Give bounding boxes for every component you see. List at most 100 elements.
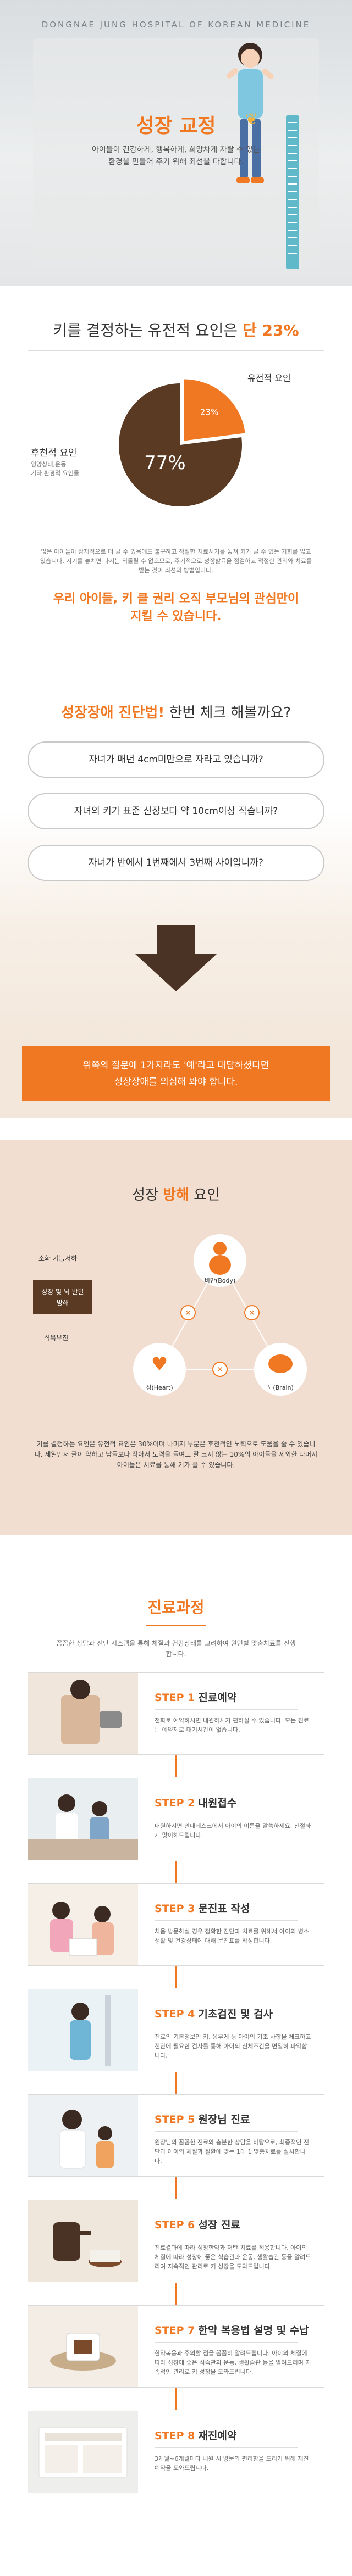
step-photo-reservation [28,1673,138,1754]
step-connector [175,2072,177,2094]
step-text: 3개월~6개월마다 내원 시 방문의 편리함을 드리기 위해 재진 예약을 도와… [155,2455,309,2472]
genetics-title-text: 키를 결정하는 유전적 요인은 [53,321,243,339]
hero-desc-line: 환경을 만들어 주기 위해 최선을 다합니다. [108,158,244,166]
genetics-pie-chart: 23% 77% [119,379,245,506]
step-text: 원장님의 꼼꼼한 진료와 충분한 상담을 바탕으로, 최종적인 진단과 아이의 … [155,2139,309,2165]
step-text: 진료결과에 따라 성장한약과 저탄 치료를 적용합니다. 아이의 체질에 따라 … [155,2244,311,2270]
checklist-question-2: 자녀의 키가 표준 신장보다 약 10cm이상 작습니까? [28,793,324,829]
factor-heart-label: 심(Heart) [146,1384,173,1391]
banner-wrap: 위쪽의 질문에 1가지라도 '예'라고 대답하셨다면 성장장애를 의심해 봐야 … [0,1046,352,1118]
step-photo-herbal-tea [28,2200,138,2282]
step-title: 원장님 진료 [198,2114,250,2126]
step-connector [175,2177,177,2199]
step-text: 한약복용과 주의할 점을 꼼꼼히 알려드립니다. 아이의 체질에 따라 성장에 … [155,2350,311,2376]
obstacles-section: 성장 방해 요인 소화 기능저하 성장 및 뇌 발달 방해 식욕부진 ✕ ✕ ✕… [0,1140,352,1535]
step-number: STEP 3 [155,1903,195,1915]
obstacles-title-prefix: 성장 [131,1187,163,1203]
genetics-note: 많은 아이들이 잠재적으로 더 클 수 있음에도 불구하고 적절한 치료시기를 … [40,548,312,574]
step-photo-revisit [28,2411,138,2493]
height-ruler [286,115,299,269]
step-title: 한약 복용법 설명 및 수납 [198,2324,309,2337]
hospital-name: DONGNAE JUNG HOSPITAL OF KOREAN MEDICINE [41,20,311,30]
diagnosis-title: 성장장애 진단법! 한번 체크 해볼까요? [0,701,352,722]
emphasis-block: 우리 아이들, 키 클 권리 오직 부모님의 관심만이 지킬 수 있습니다. [0,590,352,651]
jumping-girl-illustration [226,43,274,183]
side-label-top: 소화 기능저하 [38,1254,77,1262]
genetic-factor-label: 유전적 요인 [248,373,291,383]
body-icon-torso [209,1255,231,1275]
brain-icon [268,1354,293,1373]
step-title: 재진예약 [198,2430,237,2442]
hero-desc-line: 아이들이 건강하게, 행복하게, 희망차게 자랄 수 있는 [91,146,261,154]
environment-factor-label: 후천적 요인 [31,448,77,459]
arrow-down-icon [135,925,217,991]
emphasis-line: 우리 아이들, 키 클 권리 오직 부모님의 관심만이 [53,592,299,606]
step-divider [155,1920,298,1921]
environment-sub-line: 영양상태,운동 [31,461,67,468]
x-mark-icon [212,1362,228,1377]
x-mark-icon [244,1305,260,1320]
step-connector [175,1861,177,1883]
step-title: 문진표 작성 [198,1903,250,1915]
step-number: STEP 8 [155,2430,195,2442]
factor-brain-label: 뇌(Brain) [267,1384,294,1391]
step-text: 전화로 예약하시면 내원하시기 편하실 수 있습니다. 모든 진료는 예약제로 … [155,1717,309,1733]
factor-body-label: 비만(Body) [205,1277,236,1284]
pie-slice-2 [119,383,242,506]
step-title: 내원접수 [198,1797,237,1809]
factor-heart-circle [133,1343,186,1396]
step-number: STEP 2 [155,1797,195,1809]
process-title: 진료과정 [147,1598,205,1616]
environment-sub-line: 기타 환경적 요인들 [31,470,79,477]
pie-slice-1 [184,379,245,441]
process-section: 진료과정 꼼꼼한 상담과 진단 시스템을 통해 체질과 건강상태를 고려하여 원… [0,1535,352,2524]
step-photo-doctor [28,2095,138,2176]
emphasis-line: 지킬 수 있습니다. [130,610,222,623]
banner-line: 성장장애를 의심해 봐야 합니다. [114,1077,238,1088]
side-box-line: 성장 및 뇌 발달 [41,1288,84,1296]
genetics-title-highlight: 단 23% [243,321,299,339]
pie-label-1: 23% [200,407,218,417]
step-connector [175,2388,177,2410]
divider [28,350,324,351]
step-connector [175,1755,177,1777]
heart-icon: ♥ [151,1353,168,1375]
side-label-bottom: 식욕부진 [44,1334,68,1342]
diagnosis-title-highlight: 성장장애 진단법! [61,705,165,721]
diagnosis-section: 성장장애 진단법! 한번 체크 해볼까요? 자녀가 매년 4cm미만으로 자라고… [0,651,352,1046]
diagnosis-banner: 위쪽의 질문에 1가지라도 '예'라고 대답하셨다면 성장장애를 의심해 봐야 … [22,1046,330,1101]
step-photo-reception [28,1778,138,1860]
x-mark-glyph: ✕ [249,1309,255,1318]
x-mark-glyph: ✕ [185,1309,191,1318]
step-number: STEP 5 [155,2114,195,2126]
step-number: STEP 7 [155,2324,195,2337]
x-mark-glyph: ✕ [217,1365,223,1374]
obstacles-title-suffix: 요인 [189,1187,221,1203]
step-number: STEP 6 [155,2219,195,2231]
obstacles-title: 성장 방해 요인 [0,1184,352,1204]
diagnosis-title-rest: 한번 체크 해볼까요? [164,705,292,721]
step-title: 진료예약 [198,1692,237,1704]
step-title: 기초검진 및 검사 [198,2008,273,2020]
obstacles-title-highlight: 방해 [163,1187,189,1203]
bird-icon: ❦ [245,110,258,128]
side-box [33,1280,92,1314]
pie-label-2: 77% [144,452,186,474]
step-number: STEP 1 [155,1692,195,1704]
x-mark-icon [180,1305,196,1320]
hero-section: DONGNAE JUNG HOSPITAL OF KOREAN MEDICINE… [0,0,352,286]
obstacles-note: 키를 결정하는 요인은 유전적 요인은 30%이며 나머지 부분은 후천적인 노… [34,1440,318,1469]
step-divider [155,2131,298,2132]
